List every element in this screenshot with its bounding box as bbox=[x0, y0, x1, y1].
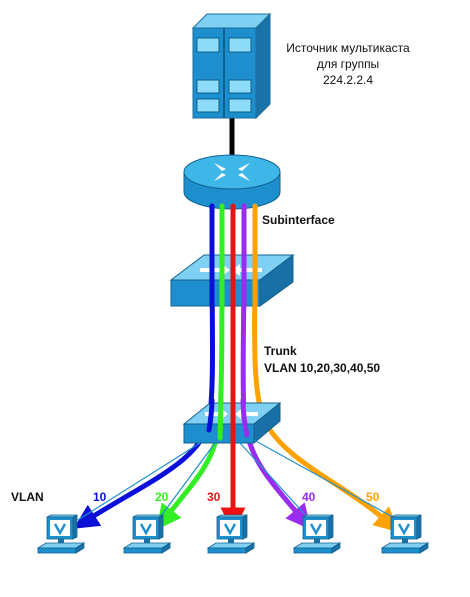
pc-icon-vlan-40 bbox=[292, 514, 342, 554]
vlan-label: VLAN bbox=[11, 490, 44, 504]
source-caption: Источник мультикаста для группы 224.2.2.… bbox=[262, 40, 434, 88]
vlan-id-20: 20 bbox=[155, 490, 169, 504]
pc-icon-vlan-10 bbox=[36, 514, 86, 554]
access-links bbox=[77, 439, 399, 521]
router-icon bbox=[183, 154, 281, 210]
flows-over-access-switch bbox=[206, 397, 250, 445]
subinterface-label: Subinterface bbox=[262, 213, 335, 227]
multicast-source-server-icon bbox=[191, 12, 272, 120]
vlan-id-50: 50 bbox=[366, 490, 380, 504]
source-line-2: для группы bbox=[316, 57, 380, 71]
source-line-3: 224.2.2.4 bbox=[322, 73, 374, 87]
vlan-id-10: 10 bbox=[93, 490, 107, 504]
vlan-id-40: 40 bbox=[302, 490, 316, 504]
source-line-1: Источник мультикаста bbox=[286, 41, 410, 55]
trunk-vlans-label: VLAN 10,20,30,40,50 bbox=[264, 361, 381, 375]
flows-over-switch bbox=[209, 247, 258, 309]
pc-icon-vlan-20 bbox=[122, 514, 172, 554]
trunk-caption: Trunk VLAN 10,20,30,40,50 bbox=[264, 343, 380, 377]
flow-vlan-10 bbox=[73, 203, 215, 529]
trunk-label: Trunk bbox=[264, 344, 297, 358]
vlan-id-30: 30 bbox=[207, 490, 221, 504]
pc-icon-vlan-30 bbox=[206, 514, 256, 554]
pc-icon-vlan-50 bbox=[380, 514, 430, 554]
